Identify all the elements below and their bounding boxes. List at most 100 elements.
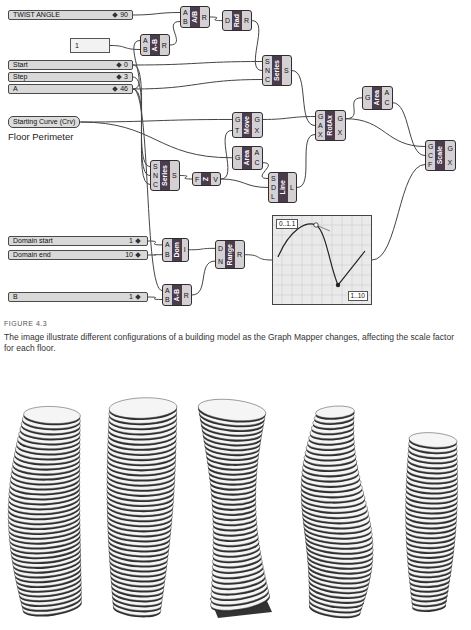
slab-top <box>197 396 267 423</box>
input-ports: AB <box>163 285 172 305</box>
number-slider: Start0 <box>8 60 133 70</box>
figure-caption: The image illustrate different configura… <box>4 332 466 354</box>
graph-mapper: 0..1.11..10 <box>272 215 372 305</box>
slider-name: Start <box>13 61 28 69</box>
wire <box>372 165 425 261</box>
floor-slab <box>315 405 355 421</box>
input-port: X <box>318 130 323 139</box>
component-name-strip: Rad <box>232 11 242 30</box>
component-name-strip: Dom <box>172 239 182 261</box>
input-port: A <box>165 240 170 249</box>
input-port: A <box>183 8 188 17</box>
parameter-name: Starting Curve (Crv) <box>13 118 75 125</box>
curve-parameter: Starting Curve (Crv)Floor Perimeter <box>8 110 80 142</box>
wire <box>297 135 315 188</box>
number-slider: Step 3 <box>8 72 133 82</box>
component-name-strip: Line <box>278 173 288 202</box>
component: SDLLineL <box>268 172 297 203</box>
slider-name: Domain end <box>13 251 51 259</box>
slider-name: B <box>13 293 18 301</box>
building-model <box>197 396 271 616</box>
output-port: X <box>254 126 259 135</box>
output-ports: L <box>288 173 296 202</box>
building-model <box>405 431 458 613</box>
wire <box>148 254 162 255</box>
component: DNRangeR <box>215 240 245 269</box>
output-port: C <box>384 98 389 107</box>
slider-grip <box>116 74 122 80</box>
input-port: G <box>428 142 433 151</box>
output-ports: I <box>182 239 188 261</box>
slider-value: 46 <box>120 85 128 93</box>
component-name-strip: A-B <box>150 35 160 55</box>
component-name: Series <box>161 165 169 186</box>
wire <box>393 103 425 156</box>
component: DRadR <box>222 10 252 31</box>
wire <box>292 71 315 126</box>
component-name-strip: Z <box>201 173 211 185</box>
input-port: G <box>235 115 240 124</box>
input-ports: GT <box>233 113 242 137</box>
input-port: N <box>265 66 270 75</box>
input-ports: D <box>223 11 232 30</box>
input-ports: G <box>363 87 372 109</box>
output-port: L <box>290 183 294 192</box>
output-port: G <box>447 144 452 153</box>
input-ports: AB <box>181 7 190 27</box>
component-name: Area <box>373 90 381 106</box>
input-port: D <box>218 244 223 253</box>
component-name-strip: Move <box>242 113 252 137</box>
output-ports: V <box>211 173 220 185</box>
wire <box>133 13 180 16</box>
figure-number: FIGURE 4.3 <box>4 320 47 327</box>
input-port: F <box>428 160 433 169</box>
input-port: F <box>195 175 199 184</box>
output-ports: R <box>242 11 251 30</box>
parameter-box: Starting Curve (Crv) <box>8 116 80 128</box>
component-name: Line <box>279 180 287 194</box>
component-name: Dom <box>173 242 181 258</box>
number-slider: TWIST ANGLE90 <box>8 10 133 20</box>
slider-value: 90 <box>120 11 128 19</box>
component: GAXRotAxGX <box>315 110 346 141</box>
number-slider: B1 <box>8 292 148 302</box>
slider-value: 3 <box>124 73 128 81</box>
component: ABA-BR <box>140 34 170 56</box>
component-name-strip: A/B <box>190 7 200 27</box>
component: SNCSeriesS <box>262 55 292 86</box>
component: ABDomI <box>162 238 189 262</box>
wire <box>210 17 222 21</box>
floor-slab <box>408 431 457 451</box>
output-port: G <box>254 115 259 124</box>
building-model <box>301 405 374 621</box>
input-ports: AB <box>163 239 172 261</box>
component: GAreaAC <box>232 146 263 170</box>
slider-name: Step <box>13 73 27 81</box>
wire <box>221 130 232 179</box>
component: FZV <box>192 172 221 186</box>
input-port: G <box>318 112 323 121</box>
output-port: R <box>202 13 207 22</box>
input-port: N <box>218 257 223 266</box>
component-name: A-B <box>173 289 181 301</box>
graph-control-point <box>314 223 318 227</box>
input-port: S <box>271 174 276 183</box>
graph-domain-label: 0..1.1 <box>276 219 298 229</box>
panel-text: 1 <box>75 42 79 49</box>
slider-value: 1 <box>129 293 133 301</box>
wire <box>148 241 162 245</box>
component: ABA-BR <box>162 284 192 306</box>
input-port: B <box>165 250 170 259</box>
slider-grip <box>135 252 141 258</box>
output-ports: GX <box>252 113 261 137</box>
output-ports: R <box>160 35 169 55</box>
input-ports: GAX <box>316 111 325 140</box>
component-name-strip: Range <box>225 241 235 268</box>
slider-grip <box>135 294 141 300</box>
component-name: Series <box>273 60 281 81</box>
input-ports: AB <box>141 35 150 55</box>
input-port: G <box>365 93 370 102</box>
output-port: A <box>254 148 259 157</box>
